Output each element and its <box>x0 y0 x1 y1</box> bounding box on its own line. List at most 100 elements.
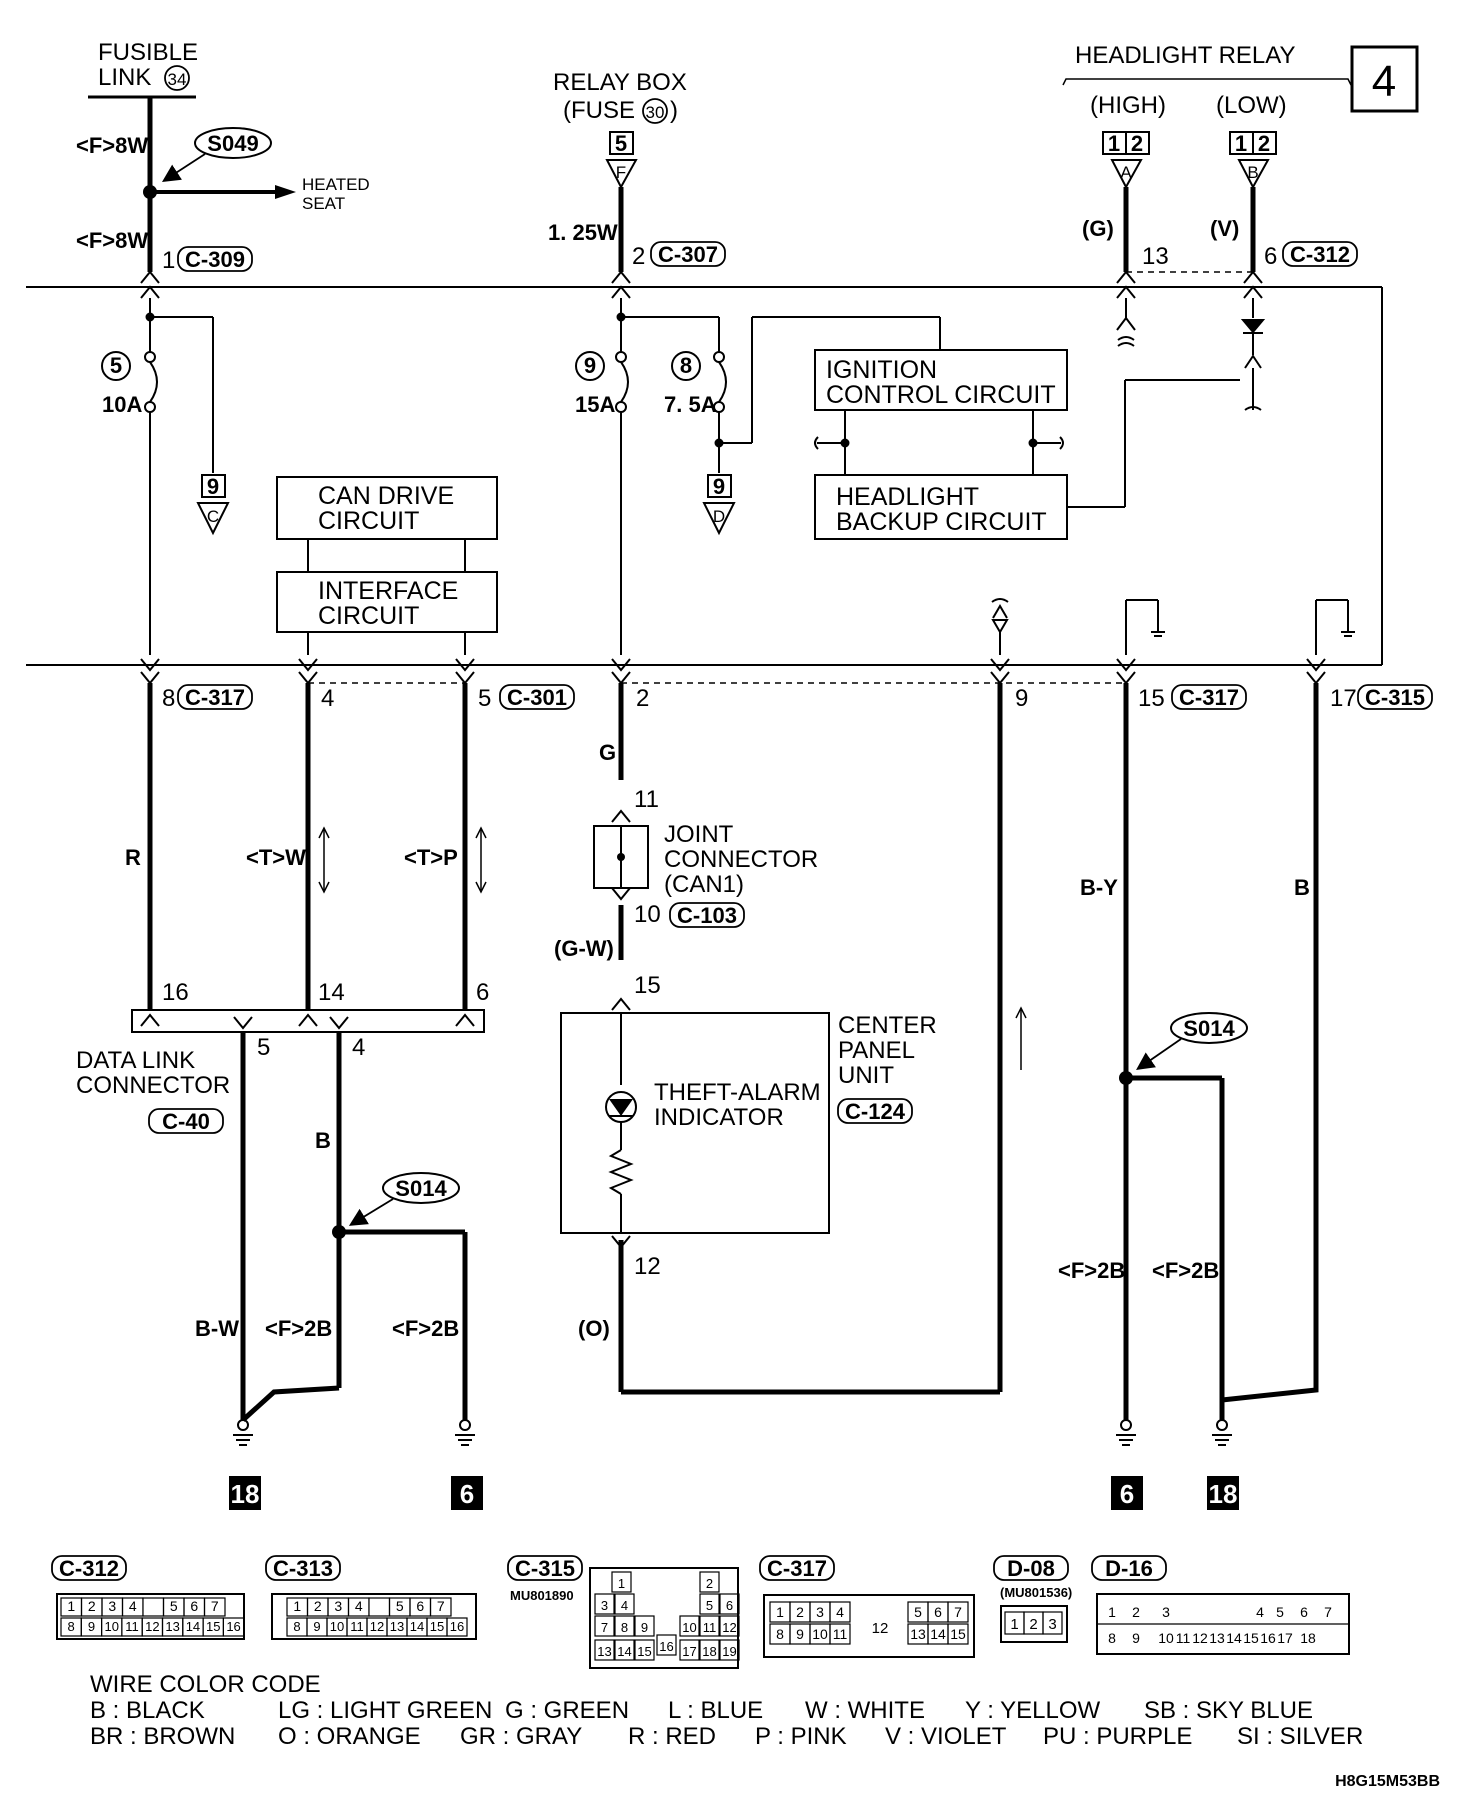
pin-cell-label: 15 <box>206 1619 220 1634</box>
svg-text:B : BLACK: B : BLACK <box>90 1697 205 1724</box>
conn-tag-c301: C-301 <box>499 684 575 710</box>
svg-text:4: 4 <box>1372 57 1396 106</box>
pin-cell-label: 16 <box>1260 1630 1276 1646</box>
fuse-5: 5 10A <box>101 351 158 417</box>
pin-cell-label: 3 <box>1048 1616 1056 1633</box>
svg-text:PU : PURPLE: PU : PURPLE <box>1043 1723 1192 1750</box>
pin-cell <box>594 1593 615 1615</box>
wire-label-tp: <T>P <box>404 845 458 870</box>
pin-cell-label: 2 <box>1029 1616 1037 1633</box>
ground-symbols <box>233 1419 1232 1446</box>
wire-label-r: R <box>125 845 141 870</box>
pin-cell-label: 16 <box>659 1639 673 1654</box>
svg-text:12: 12 <box>634 1253 661 1280</box>
svg-text:6: 6 <box>460 1479 474 1509</box>
pin-cell-label: 14 <box>186 1619 200 1634</box>
pin-8-c317: 8 <box>162 685 175 712</box>
svg-text:C-301: C-301 <box>507 685 567 710</box>
splice-s049: S049 <box>161 127 272 182</box>
pin-cell-label: 4 <box>129 1598 137 1614</box>
svg-text:(LOW): (LOW) <box>1216 92 1287 119</box>
svg-text:C-315: C-315 <box>515 1556 575 1581</box>
conn-tag-c315: C-315 <box>1357 684 1433 710</box>
svg-text:18: 18 <box>1209 1479 1238 1509</box>
page-badge: 4 <box>1350 45 1419 113</box>
pin-cell-label: 7 <box>601 1620 608 1635</box>
pin-cell-label: 6 <box>1300 1604 1308 1620</box>
wire-label-f8w-b: <F>8W <box>76 228 148 253</box>
svg-text:(HIGH): (HIGH) <box>1090 92 1166 119</box>
pin-cell <box>594 1639 615 1661</box>
wire-label-o: (O) <box>578 1316 610 1341</box>
pin-cell-label: 5 <box>1276 1604 1284 1620</box>
wire-label-f2b-4: <F>2B <box>1152 1258 1219 1283</box>
svg-text:C-103: C-103 <box>677 903 737 928</box>
svg-text:34: 34 <box>168 70 187 89</box>
svg-text:BR : BROWN: BR : BROWN <box>90 1723 235 1750</box>
pin-cell-label: 1 <box>1010 1616 1018 1633</box>
pin-cell-label: 8 <box>776 1626 784 1642</box>
offpage-9c: 9 C <box>196 474 230 536</box>
wire-color-code: WIRE COLOR CODE B : BLACK LG : LIGHT GRE… <box>90 1671 1363 1750</box>
pin-c309: 1 <box>162 247 175 274</box>
pin-cell-label: 14 <box>617 1644 631 1659</box>
svg-text:CIRCUIT: CIRCUIT <box>318 507 419 535</box>
svg-text:15A: 15A <box>575 392 615 417</box>
pin-cell <box>1042 1611 1063 1635</box>
pin-15-c317: 15 <box>1138 685 1165 712</box>
svg-text:C-40: C-40 <box>162 1109 210 1134</box>
svg-text:CIRCUIT: CIRCUIT <box>318 602 419 630</box>
pin-cell <box>222 1617 245 1637</box>
pin-cell-label: 16 <box>450 1619 464 1634</box>
ecu-outline <box>26 286 1383 666</box>
pin-cell-label: 12 <box>145 1619 159 1634</box>
pin-13: 13 <box>1142 243 1169 270</box>
svg-text:V : VIOLET: V : VIOLET <box>885 1723 1007 1750</box>
svg-text:30: 30 <box>646 103 665 122</box>
svg-text:G : GREEN: G : GREEN <box>505 1697 629 1724</box>
svg-text:THEFT-ALARM: THEFT-ALARM <box>654 1079 821 1106</box>
pin-cell-label: 10 <box>812 1626 828 1642</box>
pin-cell <box>368 1597 391 1617</box>
pin-cell <box>947 1623 969 1645</box>
svg-text:C-312: C-312 <box>1290 242 1350 267</box>
pin-cell-label: 2 <box>88 1598 96 1614</box>
svg-text:RELAY BOX: RELAY BOX <box>553 69 687 96</box>
svg-text:S014: S014 <box>395 1176 447 1201</box>
pin-cell-label: 1 <box>1108 1604 1116 1620</box>
pin-cell-label: 11 <box>1176 1630 1191 1646</box>
svg-text:C-309: C-309 <box>185 247 245 272</box>
wire-label-125w: 1. 25W <box>548 220 618 245</box>
svg-text:5: 5 <box>257 1034 270 1061</box>
svg-text:C-317: C-317 <box>767 1556 827 1581</box>
wire-label-gw: (G-W) <box>554 936 614 961</box>
wire-label-tw: <T>W <box>246 845 306 870</box>
pin-cell-label: 10 <box>1158 1630 1174 1646</box>
pin-cell-label: 11 <box>703 1620 717 1635</box>
svg-text:D-16: D-16 <box>1105 1556 1153 1581</box>
can-drive-circuit: CAN DRIVE CIRCUIT <box>276 476 498 540</box>
svg-text:LINK: LINK <box>98 64 151 91</box>
headlight-backup-circuit: HEADLIGHT BACKUP CIRCUIT <box>814 474 1068 540</box>
pin-cell-label: 15 <box>1243 1630 1259 1646</box>
pin-cell-label: 10 <box>330 1619 344 1634</box>
svg-text:1: 1 <box>1235 131 1247 156</box>
pin-17-c315: 17 <box>1330 685 1357 712</box>
svg-text:GR : GRAY: GR : GRAY <box>460 1723 582 1750</box>
pin-cell-label: 3 <box>108 1598 116 1614</box>
svg-text:R : RED: R : RED <box>628 1723 716 1750</box>
pin-cell-label: 17 <box>682 1644 696 1659</box>
pin-cell-label: 8 <box>68 1619 75 1634</box>
data-link-connector: 16 14 6 5 4 DATA LINK CONNECTOR C-40 <box>76 979 489 1134</box>
pin-cell <box>699 1571 720 1593</box>
pin-cell-label: 15 <box>637 1644 651 1659</box>
svg-text:): ) <box>670 97 678 124</box>
pin-cell <box>614 1615 635 1637</box>
pin-cell-label: 2 <box>314 1598 322 1614</box>
svg-text:C-313: C-313 <box>273 1556 333 1581</box>
svg-text:10: 10 <box>634 901 661 928</box>
bidirectional-arrows <box>318 826 1027 1070</box>
